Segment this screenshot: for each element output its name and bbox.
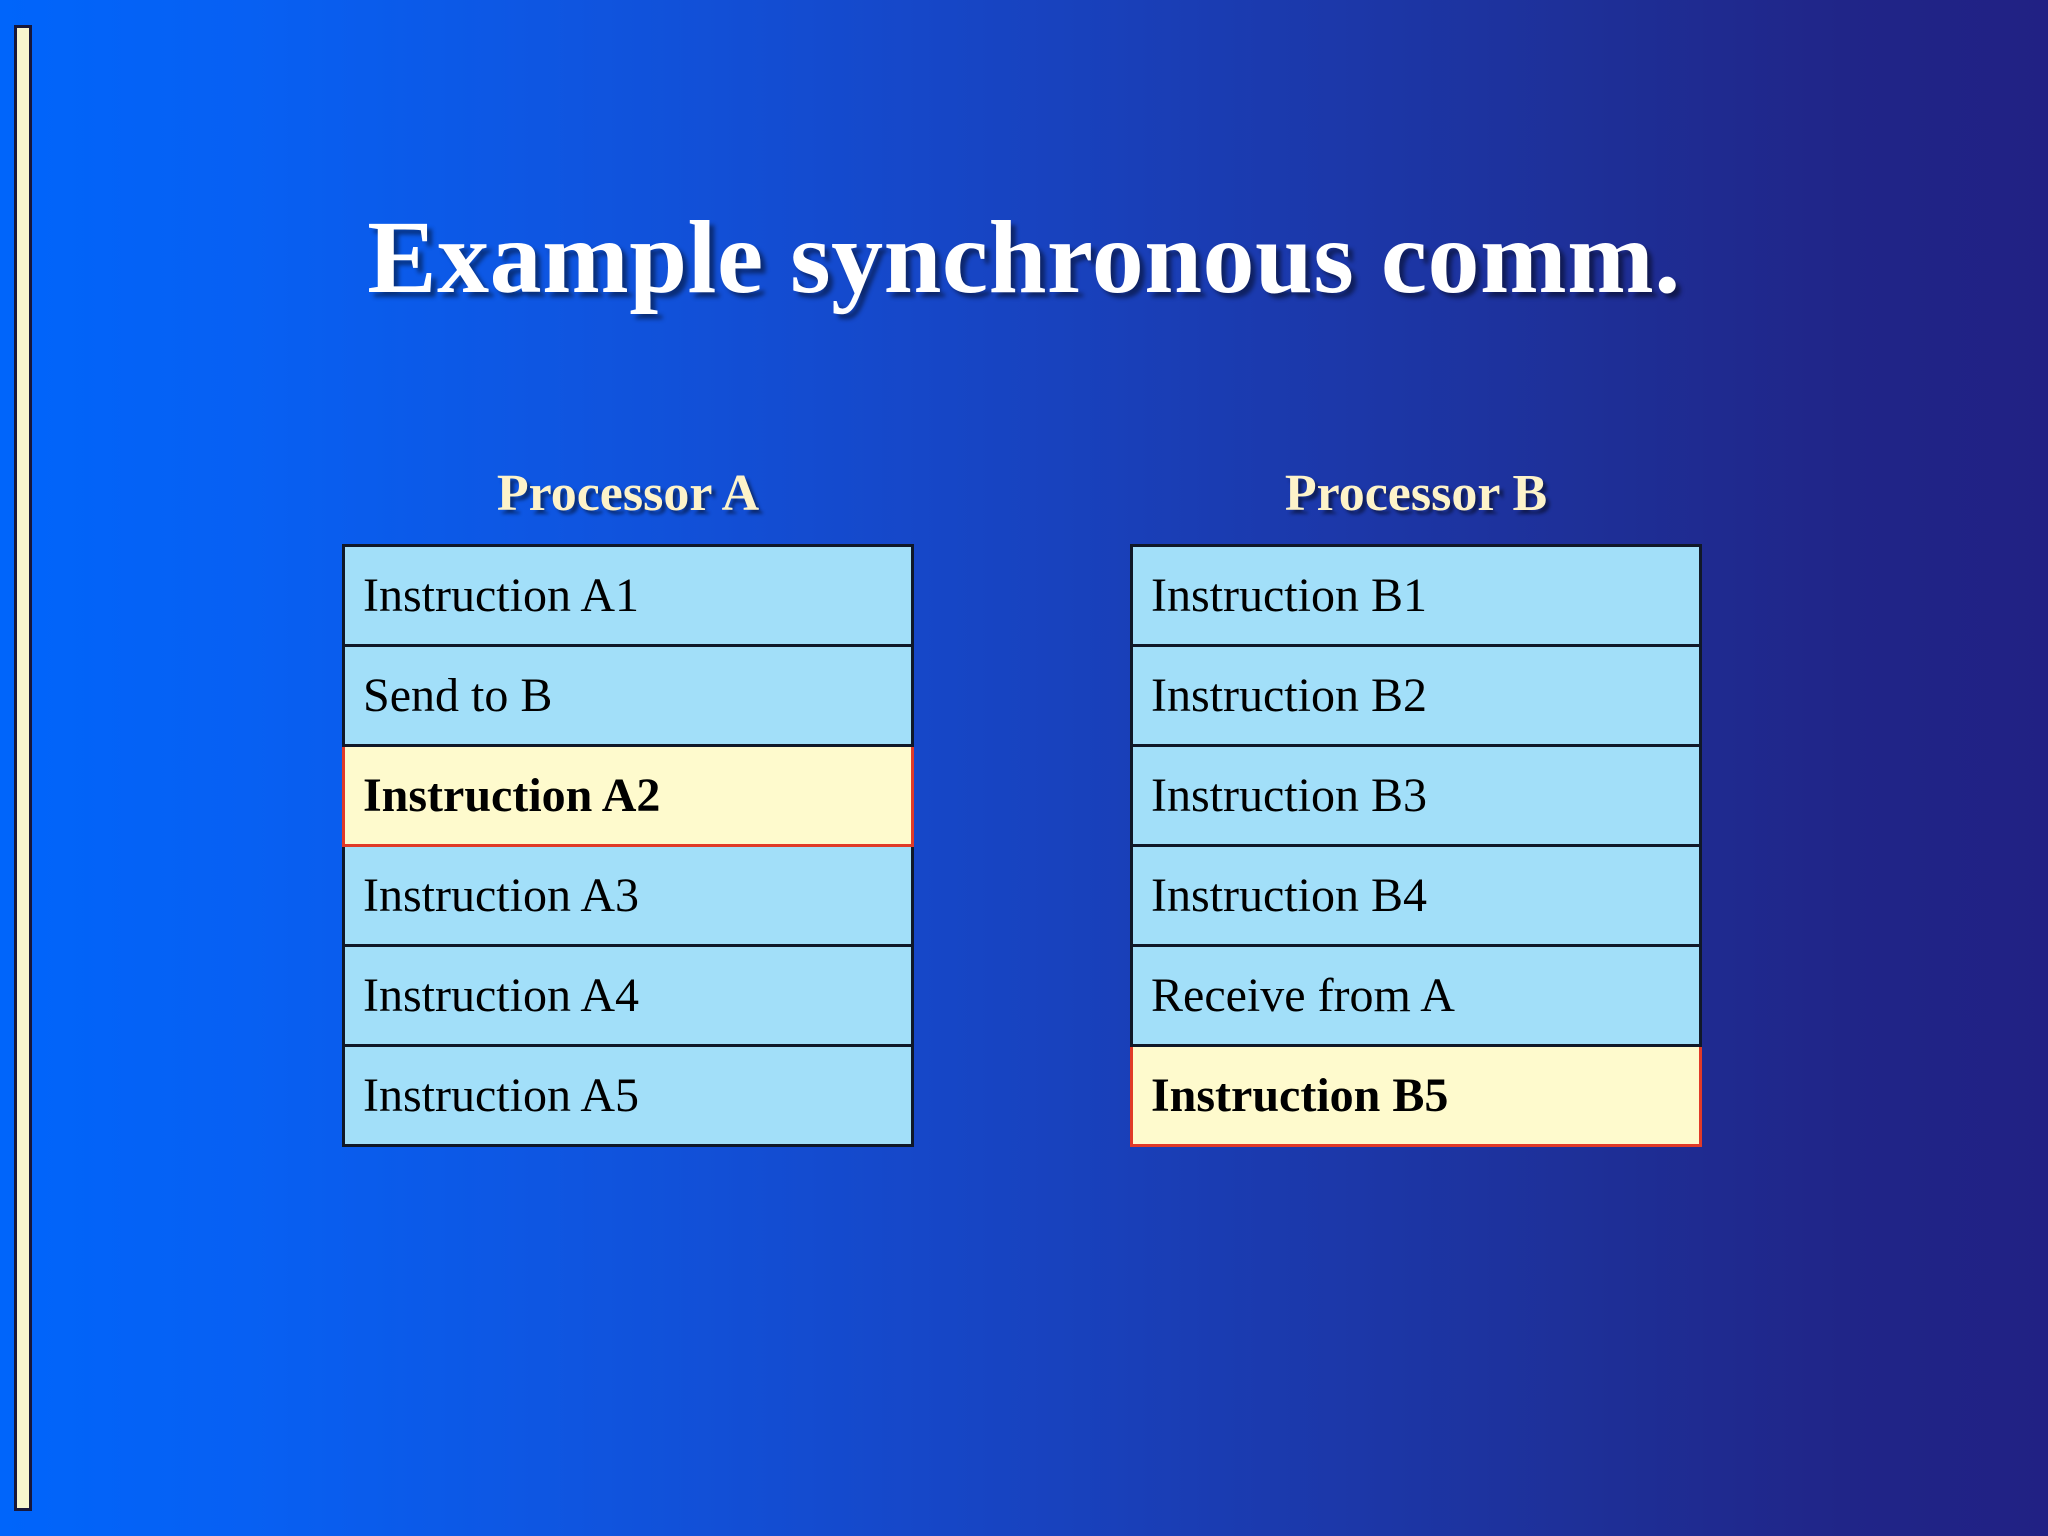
- processor-b-heading: Processor B: [1284, 465, 1548, 522]
- table-row: Send to B: [342, 644, 914, 747]
- instruction-cell[interactable]: Instruction B1: [1130, 544, 1702, 647]
- table-row: Instruction A4: [342, 944, 914, 1047]
- table-row: Receive from A: [1130, 944, 1702, 1047]
- instruction-cell[interactable]: Instruction B4: [1130, 844, 1702, 947]
- instruction-cell[interactable]: Instruction A1: [342, 544, 914, 647]
- processor-a-column: Processor A Instruction A1 Send to B Ins…: [342, 468, 914, 1147]
- instruction-cell-highlighted[interactable]: Instruction A2: [342, 744, 914, 847]
- instruction-cell[interactable]: Instruction B3: [1130, 744, 1702, 847]
- table-row: Instruction B1: [1130, 544, 1702, 647]
- table-row: Instruction A1: [342, 544, 914, 647]
- processor-a-instruction-table: Instruction A1 Send to B Instruction A2 …: [342, 544, 914, 1147]
- processor-a-table-body: Instruction A1 Send to B Instruction A2 …: [342, 544, 914, 1147]
- instruction-cell[interactable]: Instruction A5: [342, 1044, 914, 1147]
- instruction-cell-highlighted[interactable]: Instruction B5: [1130, 1044, 1702, 1147]
- instruction-cell[interactable]: Receive from A: [1130, 944, 1702, 1047]
- table-row: Instruction A2: [342, 744, 914, 847]
- instruction-cell[interactable]: Instruction A4: [342, 944, 914, 1047]
- table-row: Instruction B4: [1130, 844, 1702, 947]
- instruction-cell[interactable]: Instruction A3: [342, 844, 914, 947]
- processor-b-instruction-table: Instruction B1 Instruction B2 Instructio…: [1130, 544, 1702, 1147]
- table-row: Instruction B3: [1130, 744, 1702, 847]
- table-row: Instruction A3: [342, 844, 914, 947]
- processor-b-table-body: Instruction B1 Instruction B2 Instructio…: [1130, 544, 1702, 1147]
- page-title: Example synchronous comm.: [367, 200, 1681, 315]
- table-row: Instruction B5: [1130, 1044, 1702, 1147]
- left-accent-bar: [14, 25, 32, 1511]
- table-row: Instruction B2: [1130, 644, 1702, 747]
- processor-b-column: Processor B Instruction B1 Instruction B…: [1130, 468, 1702, 1147]
- instruction-cell[interactable]: Send to B: [342, 644, 914, 747]
- table-row: Instruction A5: [342, 1044, 914, 1147]
- instruction-cell[interactable]: Instruction B2: [1130, 644, 1702, 747]
- processor-a-heading: Processor A: [496, 465, 760, 522]
